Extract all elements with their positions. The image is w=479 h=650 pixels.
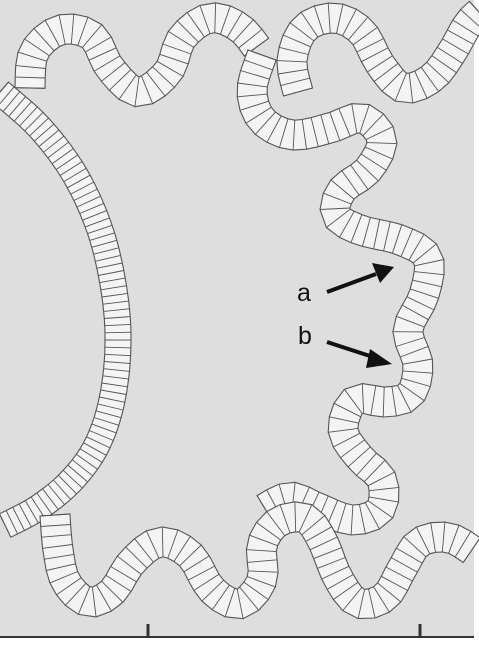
segmented-layers	[0, 0, 479, 620]
diagram-background	[0, 0, 474, 637]
top-right-wavy-band-cell-walls	[276, 1, 479, 104]
right-wavy-band-cell-walls	[237, 49, 445, 536]
label-b: b	[298, 322, 312, 350]
top-left-wavy-band	[14, 2, 270, 108]
arrow-a-shaft	[326, 272, 377, 294]
bottom-wavy-band-cell-walls	[39, 501, 479, 619]
top-right-wavy-band	[276, 0, 479, 104]
arrow-a-head	[372, 263, 394, 283]
label-a: a	[297, 279, 311, 307]
arrow-b-head	[366, 349, 392, 368]
arrow-b-shaft	[326, 340, 374, 359]
top-left-wavy-band-cell-walls	[14, 2, 269, 107]
left-arc-band-cell-walls	[0, 81, 132, 538]
bottom-wavy-band	[39, 501, 479, 620]
left-arc-band	[0, 81, 132, 538]
